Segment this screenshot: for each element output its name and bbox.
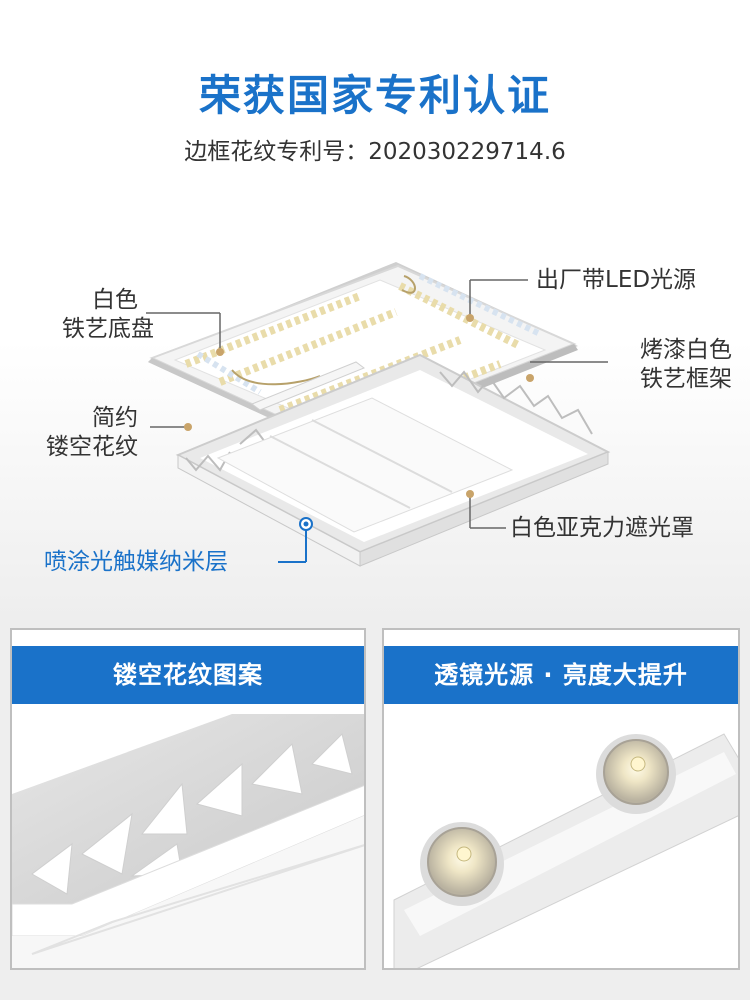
lens-panel-title: 透镜光源 · 亮度大提升 (384, 646, 738, 704)
callout-frame-line-1: 烤漆白色 (640, 337, 732, 363)
lamp-exploded-illustration (146, 262, 611, 567)
pattern-panel-title: 镂空花纹图案 (12, 646, 364, 704)
callout-coating: 喷涂光触媒纳米层 (44, 549, 228, 575)
callout-cover: 白色亚克力遮光罩 (510, 515, 694, 541)
callout-dots (184, 314, 534, 498)
lens-detail-panel: 透镜光源 · 亮度大提升 (382, 628, 740, 970)
callout-pattern-line-1: 简约 (92, 405, 138, 431)
pattern-detail-panel: 镂空花纹图案 (10, 628, 366, 970)
iron-frame (175, 353, 611, 567)
page-title: 荣获国家专利认证 (198, 71, 551, 120)
lens-2 (596, 734, 676, 814)
coating-callout (278, 517, 313, 563)
patent-number: 边框花纹专利号：202030229714.6 (184, 139, 566, 165)
callout-frame: 烤漆白色 铁艺框架 (604, 336, 732, 394)
callout-led: 出厂带LED光源 (536, 267, 697, 293)
lens-1 (420, 822, 504, 906)
callout-frame-line-2: 铁艺框架 (640, 366, 732, 392)
callout-pattern: 简约 镂空花纹 (22, 404, 138, 462)
callout-base: 白色 铁艺底盘 (62, 286, 154, 344)
pattern-closeup-illustration (12, 704, 364, 968)
leader-lines (146, 279, 608, 529)
callout-base-line-2: 铁艺底盘 (62, 316, 154, 342)
lens-closeup-illustration (384, 704, 738, 968)
callout-pattern-line-2: 镂空花纹 (46, 434, 138, 460)
callout-base-line-1: 白色 (92, 287, 138, 313)
